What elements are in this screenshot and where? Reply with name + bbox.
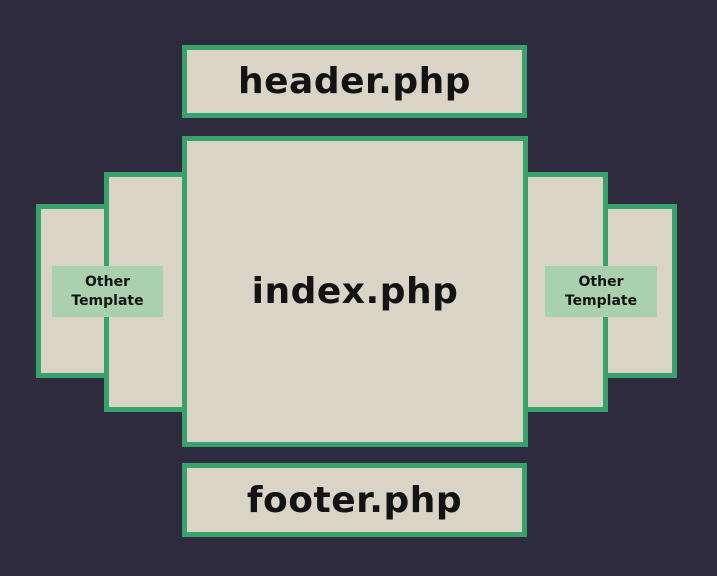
footer-php-box: footer.php [182, 463, 527, 537]
footer-php-label: footer.php [246, 479, 463, 521]
left-badge-line-2: Template [71, 292, 144, 309]
index-php-label: index.php [251, 271, 459, 312]
left-other-template-badge: Other Template [52, 266, 163, 317]
header-php-label: header.php [238, 61, 471, 102]
right-badge-line-2: Template [564, 292, 638, 309]
left-badge-line-1: Other [85, 274, 130, 291]
right-other-template-badge: Other Template [545, 266, 657, 317]
header-php-box: header.php [182, 45, 527, 118]
index-php-box: index.php [182, 136, 528, 447]
right-badge-line-1: Other [578, 274, 624, 291]
